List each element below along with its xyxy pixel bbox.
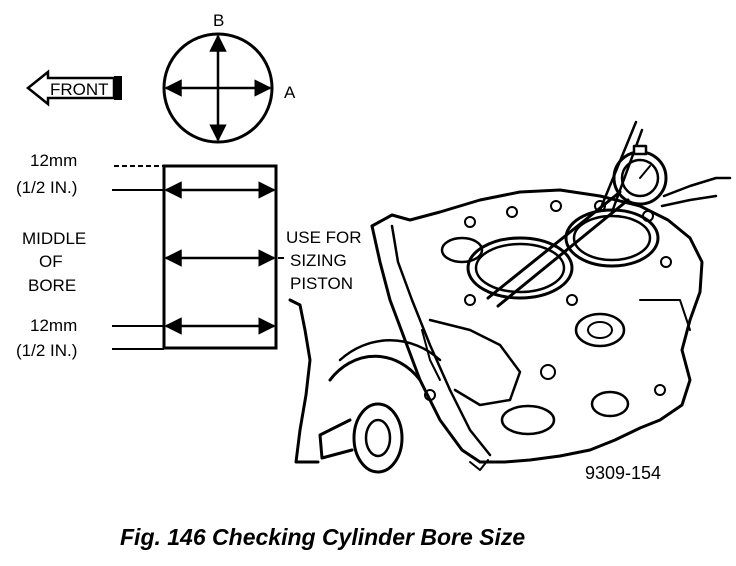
bore-top-view: B A	[162, 11, 296, 144]
sizing-label-line1: USE FOR	[286, 228, 362, 247]
sizing-label-line3: PISTON	[290, 274, 353, 293]
front-label: FRONT	[50, 80, 109, 99]
middle-label-line2: OF	[39, 252, 63, 271]
figure-caption: Fig. 146 Checking Cylinder Bore Size	[120, 524, 525, 550]
bottom-measure-label: 12mm	[30, 316, 77, 335]
axis-a-label: A	[284, 83, 296, 102]
sizing-label-line2: SIZING	[290, 251, 347, 270]
middle-label-line1: MIDDLE	[22, 229, 86, 248]
top-measure-label: 12mm	[30, 151, 77, 170]
engine-block-illustration	[288, 188, 704, 474]
bottom-measure-inch-label: (1/2 IN.)	[16, 341, 77, 360]
bore-gauge-tool	[486, 120, 732, 308]
front-arrow: FRONT	[25, 69, 122, 107]
bore-side-view	[112, 164, 278, 350]
top-measure-inch-label: (1/2 IN.)	[16, 178, 77, 197]
part-number-label: 9309-154	[585, 463, 661, 483]
middle-label-line3: BORE	[28, 276, 76, 295]
axis-b-label: B	[213, 11, 224, 30]
